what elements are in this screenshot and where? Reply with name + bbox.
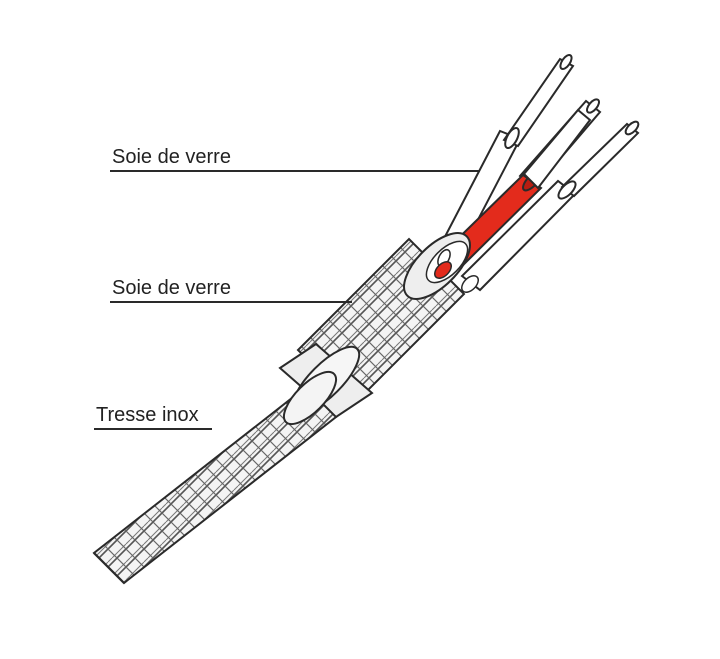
lower-braid-section xyxy=(92,371,338,585)
label-braid: Tresse inox xyxy=(96,404,199,426)
label-inner-insulation: Soie de verre xyxy=(112,277,231,299)
white-wire-right xyxy=(460,120,640,292)
wire-bases xyxy=(434,248,479,293)
label-outer-insulation: Soie de verre xyxy=(112,146,231,168)
